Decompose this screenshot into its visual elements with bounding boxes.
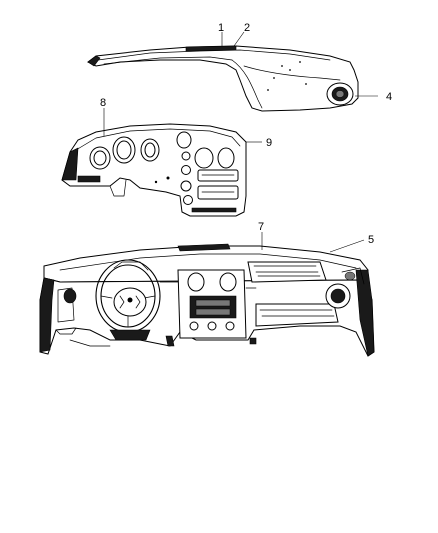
instrument-cluster-bezel xyxy=(61,123,247,217)
leader-lines xyxy=(103,31,378,253)
callout-4: 4 xyxy=(386,91,392,103)
callout-9: 9 xyxy=(266,137,272,149)
callout-1: 1 xyxy=(218,22,224,34)
callout-5: 5 xyxy=(368,234,374,246)
callout-8: 8 xyxy=(100,97,106,109)
upper-instrument-panel-cover xyxy=(87,45,359,112)
callout-2: 2 xyxy=(244,22,250,34)
instrument-panel-assembly xyxy=(39,243,375,357)
callout-7: 7 xyxy=(258,221,264,233)
